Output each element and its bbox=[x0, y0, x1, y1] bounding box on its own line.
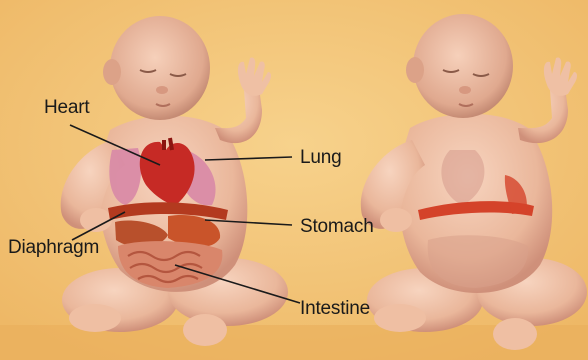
diaphragm-label: Diaphragm bbox=[8, 237, 99, 259]
head bbox=[110, 16, 210, 120]
ear bbox=[406, 57, 424, 83]
stomach-label: Stomach bbox=[300, 216, 374, 238]
head bbox=[413, 14, 513, 118]
left-foot bbox=[69, 304, 121, 332]
lung-label: Lung bbox=[300, 147, 341, 169]
right-foot bbox=[493, 318, 537, 350]
heart-label: Heart bbox=[44, 97, 89, 119]
ear bbox=[103, 59, 121, 85]
nose bbox=[156, 86, 168, 94]
left-foot bbox=[374, 304, 426, 332]
intestine-label: Intestine bbox=[300, 298, 370, 320]
nose bbox=[459, 86, 471, 94]
left-hand bbox=[80, 208, 112, 232]
right-foot bbox=[183, 314, 227, 346]
left-hand bbox=[380, 208, 412, 232]
